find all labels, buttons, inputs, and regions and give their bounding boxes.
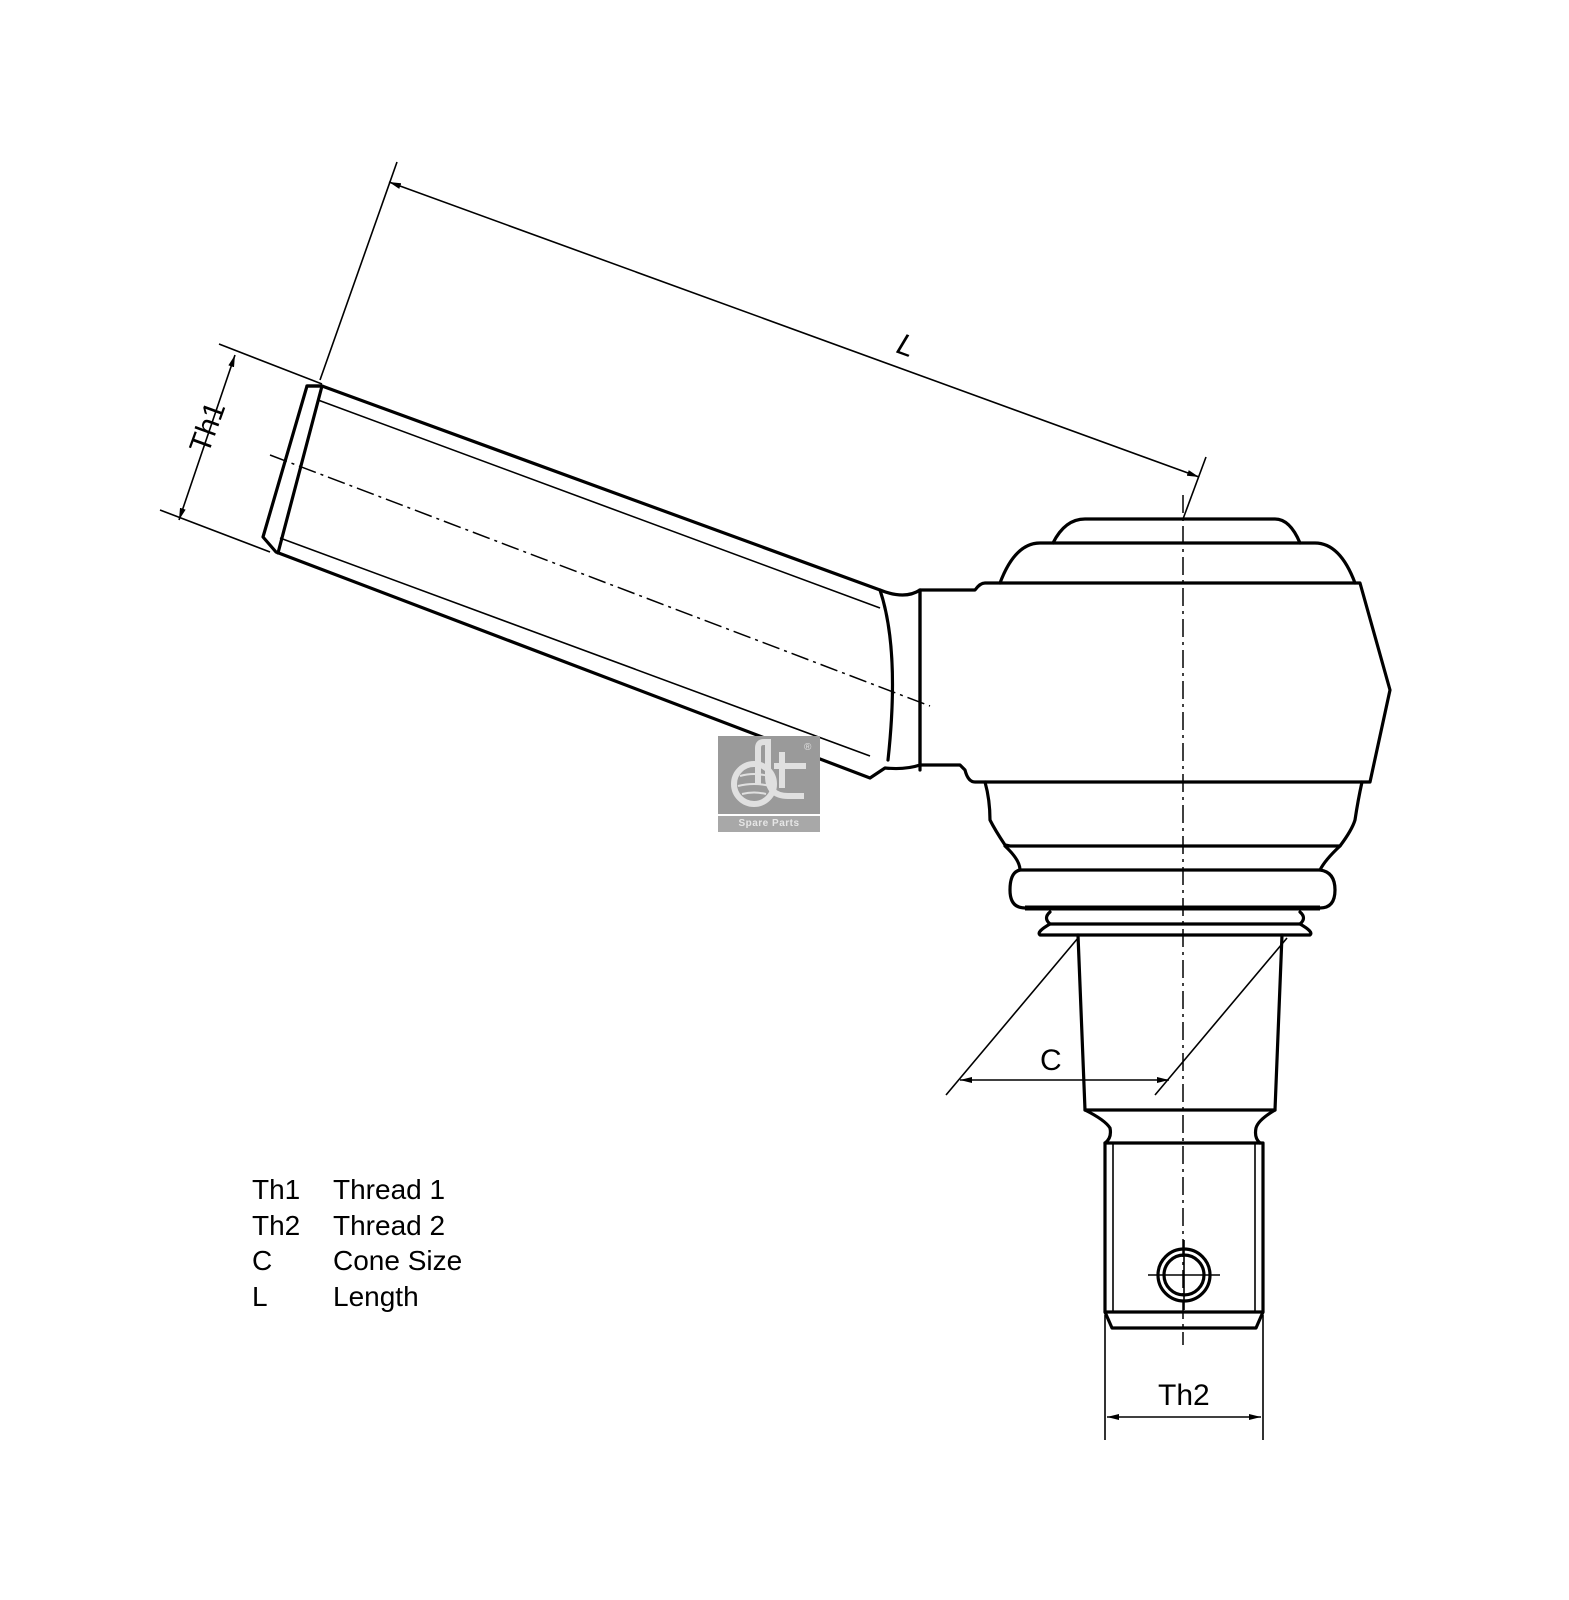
ball-housing (918, 517, 1392, 937)
legend-row-th2: Th2 Thread 2 (252, 1208, 462, 1244)
dt-spare-parts-logo: ® Spare Parts (718, 736, 820, 832)
dimension-label-Th2: Th2 (1158, 1379, 1210, 1412)
lower-thread (1103, 1141, 1265, 1330)
logo-subtitle: Spare Parts (718, 816, 820, 832)
legend-label: Thread 1 (333, 1174, 446, 1205)
dimension-Th1: Th1 (159, 343, 323, 553)
dimension-label-C: C (1040, 1044, 1062, 1077)
legend-row-c: C Cone Size (252, 1243, 462, 1279)
legend-label: Thread 2 (333, 1209, 446, 1241)
svg-text:®: ® (804, 742, 812, 753)
legend-code: Th1 (252, 1174, 301, 1205)
legend-code: C (252, 1245, 273, 1276)
dimension-label-Th1: Th1 (184, 398, 233, 458)
dimension-L: L (319, 161, 1207, 520)
tapered-cone (1076, 933, 1284, 1145)
logo-mark: ® (718, 736, 820, 814)
legend-row-th1: Th1 Thread 1 (252, 1172, 462, 1208)
legend-row-l: L Length (252, 1279, 462, 1315)
dimension-Th2: Th2 (1104, 1315, 1264, 1440)
legend-code: Th2 (252, 1209, 301, 1241)
dimension-C: C (945, 937, 1288, 1096)
legend: Th1 Thread 1 Th2 Thread 2 C Cone Size L … (252, 1172, 462, 1314)
legend-label: Cone Size (333, 1245, 463, 1276)
dimension-label-L: L (893, 328, 920, 365)
threaded-arm (261, 384, 931, 780)
legend-code: L (252, 1280, 268, 1312)
legend-label: Length (333, 1280, 419, 1312)
dt-logo-icon: ® (731, 739, 812, 807)
